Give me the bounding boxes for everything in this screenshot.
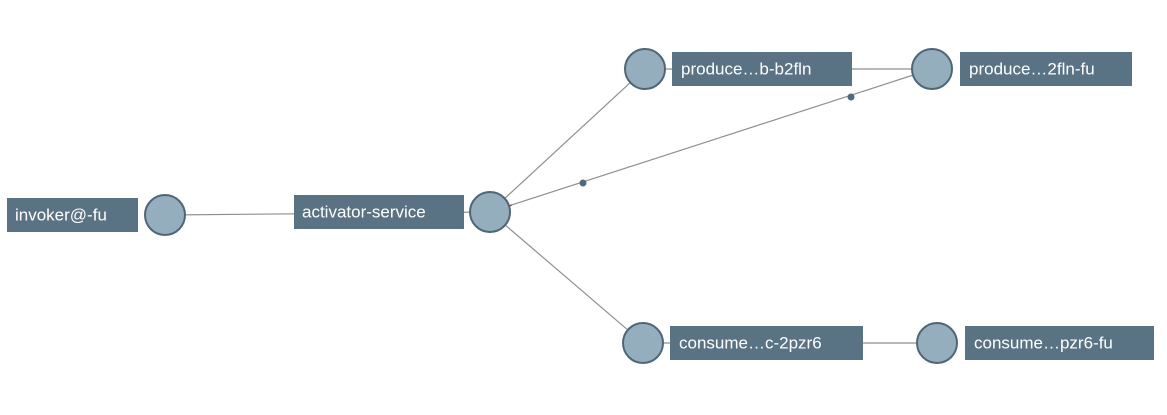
node-label-box[interactable] <box>670 326 863 360</box>
graph-nodes: invoker@-fu activator-service produce…b-… <box>7 48 1154 364</box>
edge-activator-producer2 <box>489 68 933 213</box>
node-circle[interactable] <box>622 322 664 364</box>
node-label[interactable]: consume…pzr6-fu <box>974 334 1113 353</box>
node-activator-service[interactable]: activator-service <box>294 191 513 233</box>
node-label[interactable]: produce…2fln-fu <box>969 60 1095 79</box>
node-consumer-1[interactable]: consume…c-2pzr6 <box>622 322 863 364</box>
node-consumer-2[interactable]: consume…pzr6-fu <box>916 322 1154 364</box>
node-label-box[interactable] <box>672 52 852 86</box>
edge-activator-consumer1 <box>489 211 644 344</box>
node-label-box[interactable] <box>960 52 1132 86</box>
node-circle[interactable] <box>144 194 186 236</box>
node-producer-1[interactable]: produce…b-b2fln <box>624 48 852 90</box>
node-label-box[interactable] <box>7 198 138 232</box>
node-label[interactable]: produce…b-b2fln <box>681 60 811 79</box>
edge-marker <box>847 93 855 101</box>
node-label[interactable]: consume…c-2pzr6 <box>679 334 822 353</box>
node-label-box[interactable] <box>294 195 464 229</box>
node-label[interactable]: activator-service <box>302 203 426 222</box>
edge-activator-producer1 <box>489 68 646 213</box>
edge-marker <box>579 179 587 187</box>
node-producer-2[interactable]: produce…2fln-fu <box>911 48 1132 90</box>
node-circle[interactable] <box>916 322 958 364</box>
node-circle[interactable] <box>624 48 666 90</box>
node-invoker[interactable]: invoker@-fu <box>7 194 186 236</box>
node-circle[interactable] <box>911 48 953 90</box>
edge-accent <box>508 204 513 207</box>
node-label-box[interactable] <box>965 326 1154 360</box>
node-label[interactable]: invoker@-fu <box>15 206 107 225</box>
node-circle[interactable] <box>469 191 511 233</box>
graph-edges <box>164 68 937 344</box>
